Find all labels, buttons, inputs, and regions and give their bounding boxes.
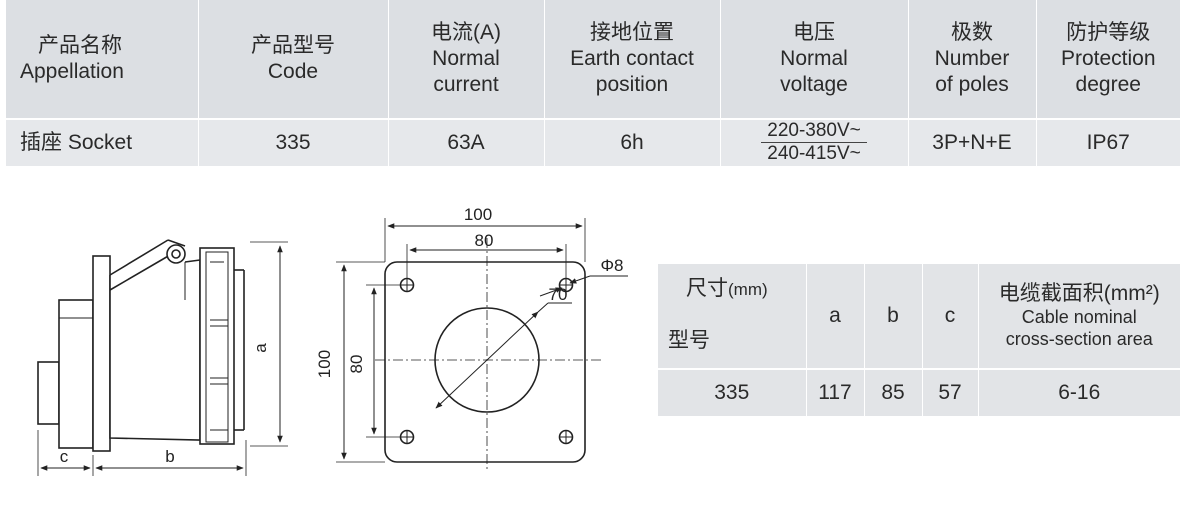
label-a: a [251,343,270,353]
front-view-drawing [336,218,628,470]
header-poles: 极数 Number of poles [908,0,1037,119]
header-en: Normal [432,47,500,70]
voltage-fraction: 220-380V~ 240-415V~ [761,120,867,164]
header-en: degree [1075,73,1141,96]
header-en: voltage [780,73,848,96]
dim-cell-b: 85 [864,368,923,416]
dimension-table: 尺寸(mm) 型号 a b c 电缆截面积(mm²) Cable nominal… [658,264,1180,416]
side-view-drawing [37,239,288,476]
corner-top-unit: (mm) [728,280,768,299]
header-cn: 防护等级 [1066,21,1151,44]
voltage-top: 220-380V~ [761,120,867,143]
header-en: Number [934,47,1010,70]
corner-bottom: 型号 [668,329,710,352]
header-cn: 电流(A) [431,21,501,44]
dim-header-row: 尺寸(mm) 型号 a b c 电缆截面积(mm²) Cable nominal… [658,264,1180,369]
header-en: Normal [780,47,848,70]
header-current: 电流(A) Normal current [388,0,545,119]
dim-cell-code: 335 [658,368,807,416]
dim-width-inner: 80 [475,231,494,250]
dim-header-a: a [806,264,865,369]
dim-cell-cable: 6-16 [978,368,1180,416]
header-protection: 防护等级 Protection degree [1036,0,1180,119]
header-en: current [433,73,499,96]
corner-top-text: 尺寸 [686,277,728,300]
dim-data-row: 335 117 85 57 6-16 [658,368,1180,416]
dim-height-outer: 100 [315,350,334,378]
dim-hole-dia: Φ8 [600,256,623,275]
dim-center-dia: 70 [549,285,568,304]
header-cn: 产品名称 [38,34,122,57]
spec-header-row: 产品名称 Appellation 产品型号 Code 电流(A) Normal … [6,0,1180,119]
header-en: Code [267,60,319,83]
header-en: of poles [935,73,1009,96]
dim-cell-c: 57 [922,368,979,416]
header-en: Appellation [20,60,124,83]
header-cn: 极数 [951,21,993,44]
cable-cn: 电缆截面积(mm²) [998,282,1160,305]
dim-header-cable: 电缆截面积(mm²) Cable nominal cross-section a… [978,264,1180,369]
cable-en-2: cross-section area [1005,329,1153,349]
header-code: 产品型号 Code [198,0,389,119]
header-cn: 产品型号 [251,34,335,57]
label-c: c [60,447,69,466]
header-appellation: 产品名称 Appellation [6,0,199,119]
dim-header-b: b [864,264,923,369]
spec-table: 产品名称 Appellation 产品型号 Code 电流(A) Normal … [6,0,1180,166]
cell-appellation: 插座 Socket [6,118,199,166]
header-en: position [595,73,669,96]
technical-drawings: a c b [37,205,628,476]
dim-width-outer: 100 [464,205,492,224]
dim-corner-cell: 尺寸(mm) 型号 [658,264,807,369]
voltage-bottom: 240-415V~ [767,142,861,164]
cell-code: 335 [198,118,389,166]
corner-top: 尺寸(mm) [686,272,768,302]
header-cn: 接地位置 [590,21,674,44]
cell-protection: IP67 [1036,118,1180,166]
header-voltage: 电压 Normal voltage [720,0,909,119]
dim-height-inner: 80 [347,355,366,374]
cable-en-1: Cable nominal [1021,307,1137,327]
cell-earth: 6h [544,118,721,166]
header-en: Protection [1060,47,1156,70]
header-earth: 接地位置 Earth contact position [544,0,721,119]
label-b: b [165,447,174,466]
header-cn: 电压 [793,21,835,44]
dim-cell-a: 117 [806,368,865,416]
spec-data-row: 插座 Socket 335 63A 6h 220-380V~ 240-415V~… [6,118,1180,166]
header-en: Earth contact [570,47,694,70]
dim-header-c: c [922,264,979,369]
cell-current: 63A [388,118,545,166]
cell-voltage: 220-380V~ 240-415V~ [720,118,909,166]
cell-poles: 3P+N+E [908,118,1037,166]
